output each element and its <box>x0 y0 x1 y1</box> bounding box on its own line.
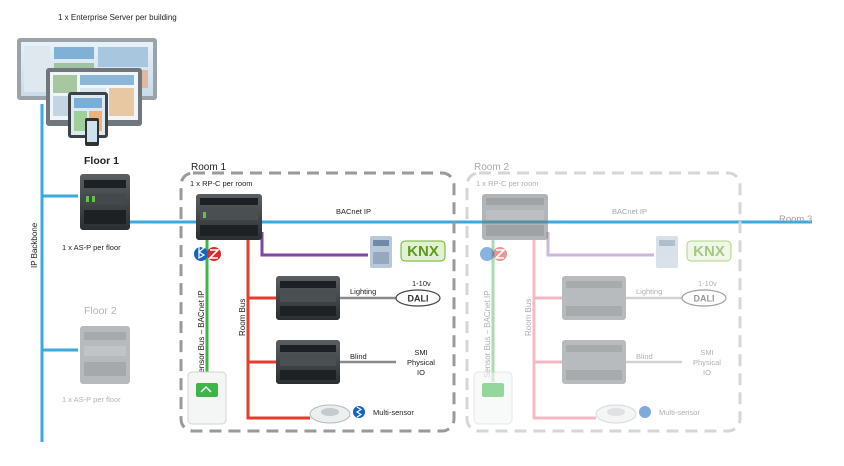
floor-1-caption: 1 x AS-P per floor <box>62 243 121 252</box>
room-1-knx-logo: KNX <box>400 240 446 262</box>
room-2-1-10v-label: 1-10v <box>698 279 717 288</box>
room-1-blind-module <box>276 340 340 384</box>
svg-text:KNX: KNX <box>407 243 439 260</box>
floor-1-title: Floor 1 <box>84 155 119 167</box>
room-2-io-line-3: IO <box>703 368 711 377</box>
room-2-group: Room 2 1 x RP-C per room BACnet IP Senso… <box>465 162 742 433</box>
room-2-bacnet-label: BACnet IP <box>612 207 647 216</box>
room-2-controller-caption: 1 x RP-C per room <box>476 179 539 188</box>
room-1-blind-label: Blind <box>350 352 367 361</box>
room-2-title: Room 2 <box>474 162 509 173</box>
room-1-io-line-3: IO <box>417 368 425 377</box>
room-3-label: Room 3 <box>779 214 812 225</box>
svg-text:DALI: DALI <box>408 294 429 304</box>
room-1-room-bus-label: Room Bus <box>238 299 247 336</box>
room-1-knx-module <box>370 236 392 268</box>
room-2-knx-logo: KNX <box>686 240 732 262</box>
as-p-controller-floor-2 <box>80 326 130 384</box>
floor-2-title: Floor 2 <box>84 305 117 317</box>
room-2-zigbee-icon <box>493 247 507 261</box>
room-1-dali-logo: DALI <box>395 289 441 307</box>
room-1-border <box>179 171 456 433</box>
room-2-dali-logo: DALI <box>681 289 727 307</box>
svg-text:KNX: KNX <box>693 243 725 260</box>
room-1-lighting-module <box>276 276 340 320</box>
room-2-blind-label: Blind <box>636 352 653 361</box>
room-2-room-sensor <box>473 371 513 425</box>
room-2-multisensor-label: Multi-sensor <box>659 408 700 417</box>
room-1-lighting-label: Lighting <box>350 287 376 296</box>
room-2-multisensor <box>595 404 637 424</box>
room-1-knx-line <box>260 232 368 257</box>
room-1-bacnet-label: BACnet IP <box>336 207 371 216</box>
room-2-sensor-bus-label: Sensor Bus – BACnet IP <box>483 290 492 378</box>
room-2-knx-module <box>656 236 678 268</box>
room-1-1-10v-label: 1-10v <box>412 279 431 288</box>
room-2-multisensor-bluetooth-icon <box>639 406 651 418</box>
as-p-controller-floor-1 <box>80 174 130 230</box>
enterprise-server-icon <box>17 38 157 146</box>
floor-2-caption: 1 x AS-P per floor <box>62 395 121 404</box>
room-1-sensor-bus-label: Sensor Bus – BACnet IP <box>197 290 206 378</box>
room-1-zigbee-icon <box>207 247 221 261</box>
room-1-bluetooth-icon <box>194 243 208 261</box>
room-1-title: Room 1 <box>191 162 226 173</box>
room-2-room-bus-label: Room Bus <box>524 299 533 336</box>
room-1-multisensor <box>309 404 351 424</box>
room-2-io-line-2: Physical <box>693 358 721 367</box>
room-1-room-bus-line <box>246 240 310 420</box>
room-1-group: Room 1 1 x RP-C per room BACnet IP S <box>179 162 456 433</box>
room-2-lighting-label: Lighting <box>636 287 662 296</box>
room-1-io-line-2: Physical <box>407 358 435 367</box>
room-2-lighting-module <box>562 276 626 320</box>
room-2-bluetooth-icon <box>480 247 494 261</box>
room-1-room-sensor <box>187 371 227 425</box>
room-1-io-line-1: SMI <box>414 348 427 357</box>
room-1-multisensor-label: Multi-sensor <box>373 408 414 417</box>
enterprise-server-caption: 1 x Enterprise Server per building <box>58 13 177 22</box>
room-2-blind-module <box>562 340 626 384</box>
room-1-controller-caption: 1 x RP-C per room <box>190 179 253 188</box>
room-2-border <box>465 171 742 433</box>
ip-backbone-label: IP Backbone <box>30 222 39 268</box>
svg-text:DALI: DALI <box>694 294 715 304</box>
room-2-io-line-1: SMI <box>700 348 713 357</box>
room-2-rp-c-controller <box>482 194 548 240</box>
room-1-multisensor-bluetooth-icon <box>353 406 365 418</box>
room-1-rp-c-controller <box>196 194 262 240</box>
